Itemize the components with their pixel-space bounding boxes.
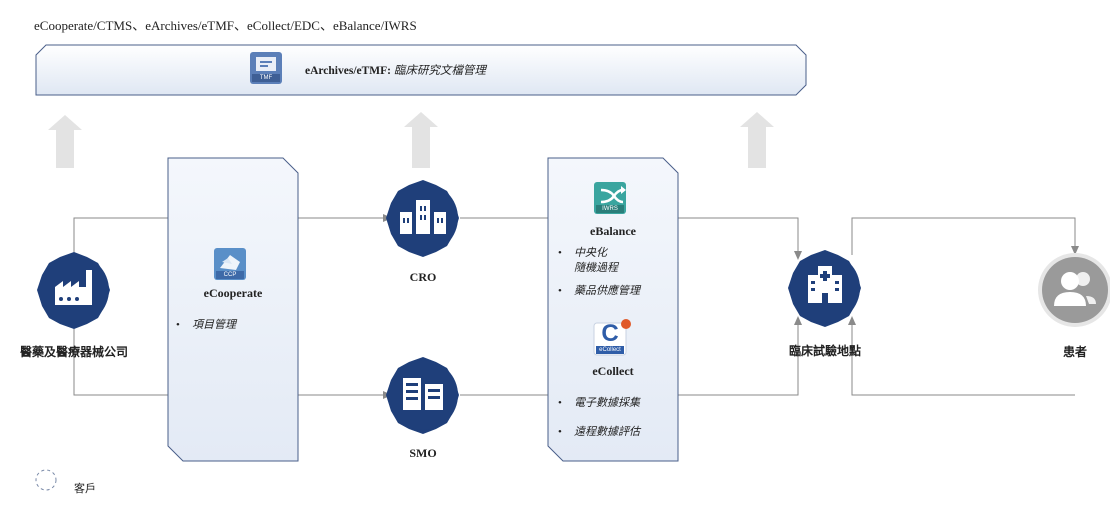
ebalance-bullet: •中央化 — [558, 247, 607, 259]
pharma-label: 醫藥及醫療器械公司 — [19, 345, 128, 359]
ecooperate-label: eCooperate — [203, 286, 263, 300]
iwrs-badge-label: IWRS — [602, 206, 618, 212]
ecollect-bullet: •電子數據採集 — [558, 397, 640, 409]
cro-node-circle — [386, 180, 459, 257]
up-arrow-right — [740, 112, 774, 168]
upload-arrows — [48, 112, 774, 168]
legend-customer-label: 客戶 — [74, 483, 96, 495]
ebalance-bullet-cont: 隨機過程 — [574, 262, 618, 274]
etmf-banner-name: eArchives/eTMF: — [305, 65, 392, 77]
tmf-badge-label: TMF — [259, 75, 273, 81]
iwrs-icon — [594, 182, 626, 214]
ecooperate-panel — [167, 157, 299, 462]
cro-label: CRO — [409, 270, 437, 284]
etmf-banner-desc: 臨床研究文檔管理 — [393, 65, 486, 77]
tmf-icon — [250, 52, 282, 84]
site-node-circle — [788, 250, 861, 327]
legend-customer-icon — [35, 469, 57, 491]
pharma-node-circle — [37, 252, 110, 329]
connector-arrowheads — [383, 214, 1079, 399]
etmf-banner — [35, 44, 807, 96]
users-icon — [1054, 272, 1096, 306]
ecollect-icon-letter: C — [601, 320, 619, 347]
ecollect-badge-label: eCollect — [599, 347, 621, 353]
ebalance-label: eBalance — [590, 224, 636, 238]
ecooperate-bullet: •項目管理 — [176, 319, 236, 331]
patient-node-circle — [1038, 253, 1110, 327]
ecollect-bullet: •遠程數據評估 — [558, 426, 640, 438]
ccp-icon — [214, 248, 246, 280]
ebalance-bullet: •藥品供應管理 — [558, 285, 640, 297]
site-label: 臨床試驗地點 — [788, 344, 861, 358]
ebalance-ecollect-panel — [547, 157, 679, 462]
ecollect-icon — [593, 319, 631, 356]
up-arrow-mid — [404, 112, 438, 168]
smo-label: SMO — [409, 446, 437, 460]
up-arrow-left — [48, 115, 82, 168]
smo-node-circle — [386, 357, 459, 434]
page-title: eCooperate/CTMS、eArchives/eTMF、eCollect/… — [34, 18, 417, 33]
ecollect-label: eCollect — [592, 364, 634, 378]
etmf-banner-text: eArchives/eTMF: 臨床研究文檔管理 — [305, 62, 486, 78]
ccp-badge-label: CCP — [223, 272, 237, 278]
factory-icon — [55, 270, 92, 305]
patient-label: 患者 — [1062, 345, 1087, 359]
buildings-icon — [400, 200, 446, 234]
